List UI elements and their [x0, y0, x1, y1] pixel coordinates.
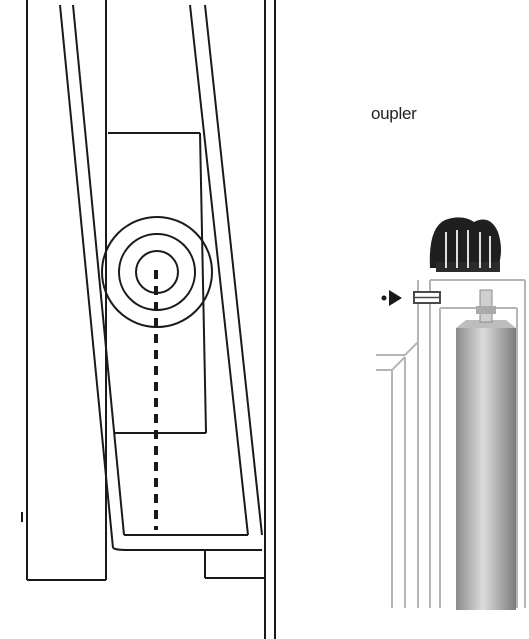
- pointer-arrow: [389, 290, 402, 306]
- arm-base-curve: [112, 547, 262, 551]
- coupler-step-outline: [376, 341, 419, 356]
- coupler-step-inner-outline: [376, 356, 406, 371]
- coupler-cap: [429, 217, 501, 272]
- arm-right-outer-line: [189, 4, 249, 536]
- coupler-stem-collar: [476, 306, 496, 314]
- coupler-label: oupler: [371, 104, 417, 123]
- pointer-dot: [381, 295, 387, 301]
- arm-left-outer-line: [59, 4, 114, 549]
- coupler-cylinder: [456, 328, 516, 610]
- body-right-line: [199, 132, 207, 434]
- bracket-assembly: [21, 0, 276, 639]
- coupler-cylinder-top-edge: [456, 320, 516, 328]
- arm-left-inner-line: [72, 4, 125, 536]
- coupler-assembly: [376, 217, 526, 610]
- arm-right-inner-line: [204, 4, 263, 536]
